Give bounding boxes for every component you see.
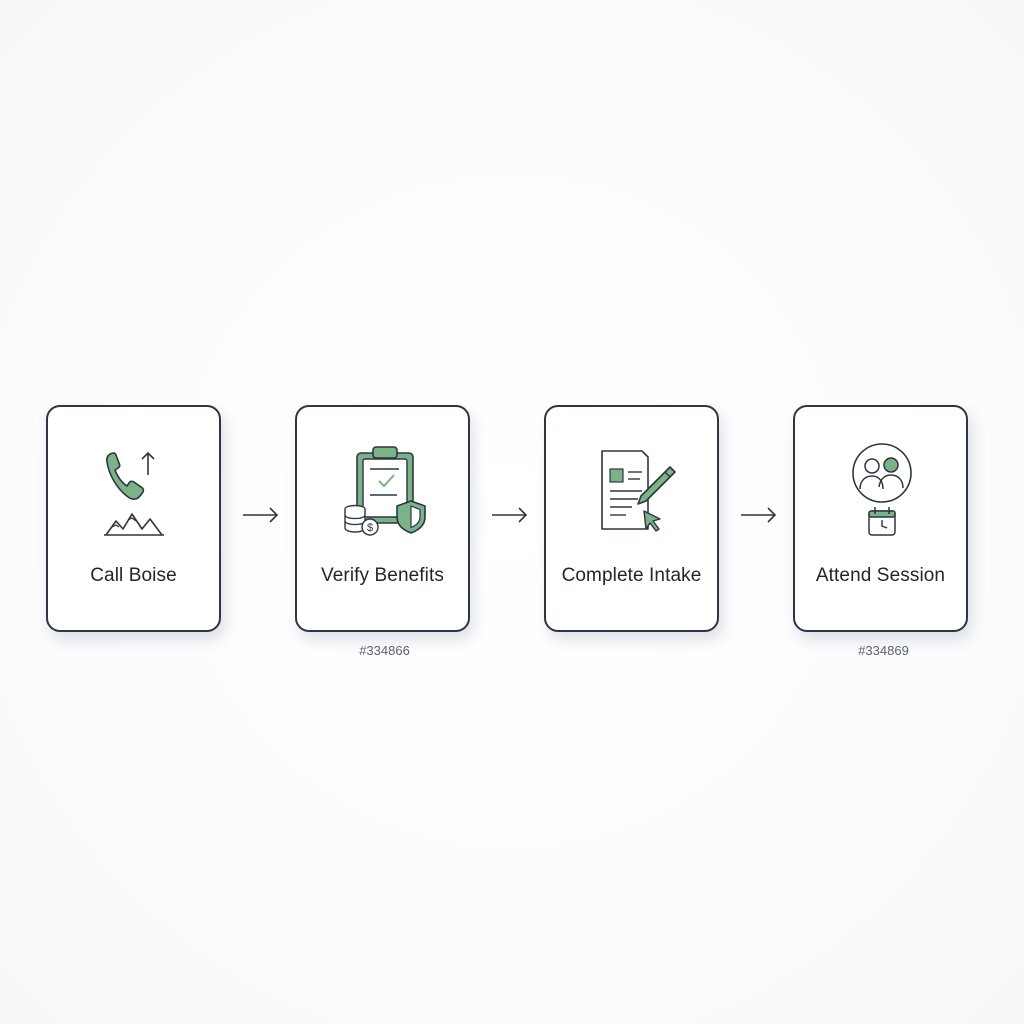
arrow-right-icon: [241, 504, 281, 526]
step-card-complete-intake: Complete Intake: [544, 405, 719, 632]
clipboard-shield-coins-icon: $: [339, 439, 429, 539]
arrow-right-icon: [739, 504, 779, 526]
svg-text:$: $: [367, 522, 373, 534]
step-label: Attend Session: [815, 565, 946, 586]
step-card-verify-benefits: $ Verify Benefits: [295, 405, 470, 632]
arrow-right-icon: [490, 504, 530, 526]
step-code: #334866: [359, 643, 410, 658]
people-calendar-icon: [837, 439, 927, 539]
step-label: Call Boise: [90, 565, 177, 586]
step-label: Complete Intake: [561, 565, 702, 586]
step-code: #334869: [858, 643, 909, 658]
phone-mountains-icon: [90, 439, 180, 539]
step-card-call-boise: Call Boise: [46, 405, 221, 632]
document-pen-icon: [588, 439, 678, 539]
step-card-attend-session: Attend Session: [793, 405, 968, 632]
step-label: Verify Benefits: [321, 565, 444, 586]
